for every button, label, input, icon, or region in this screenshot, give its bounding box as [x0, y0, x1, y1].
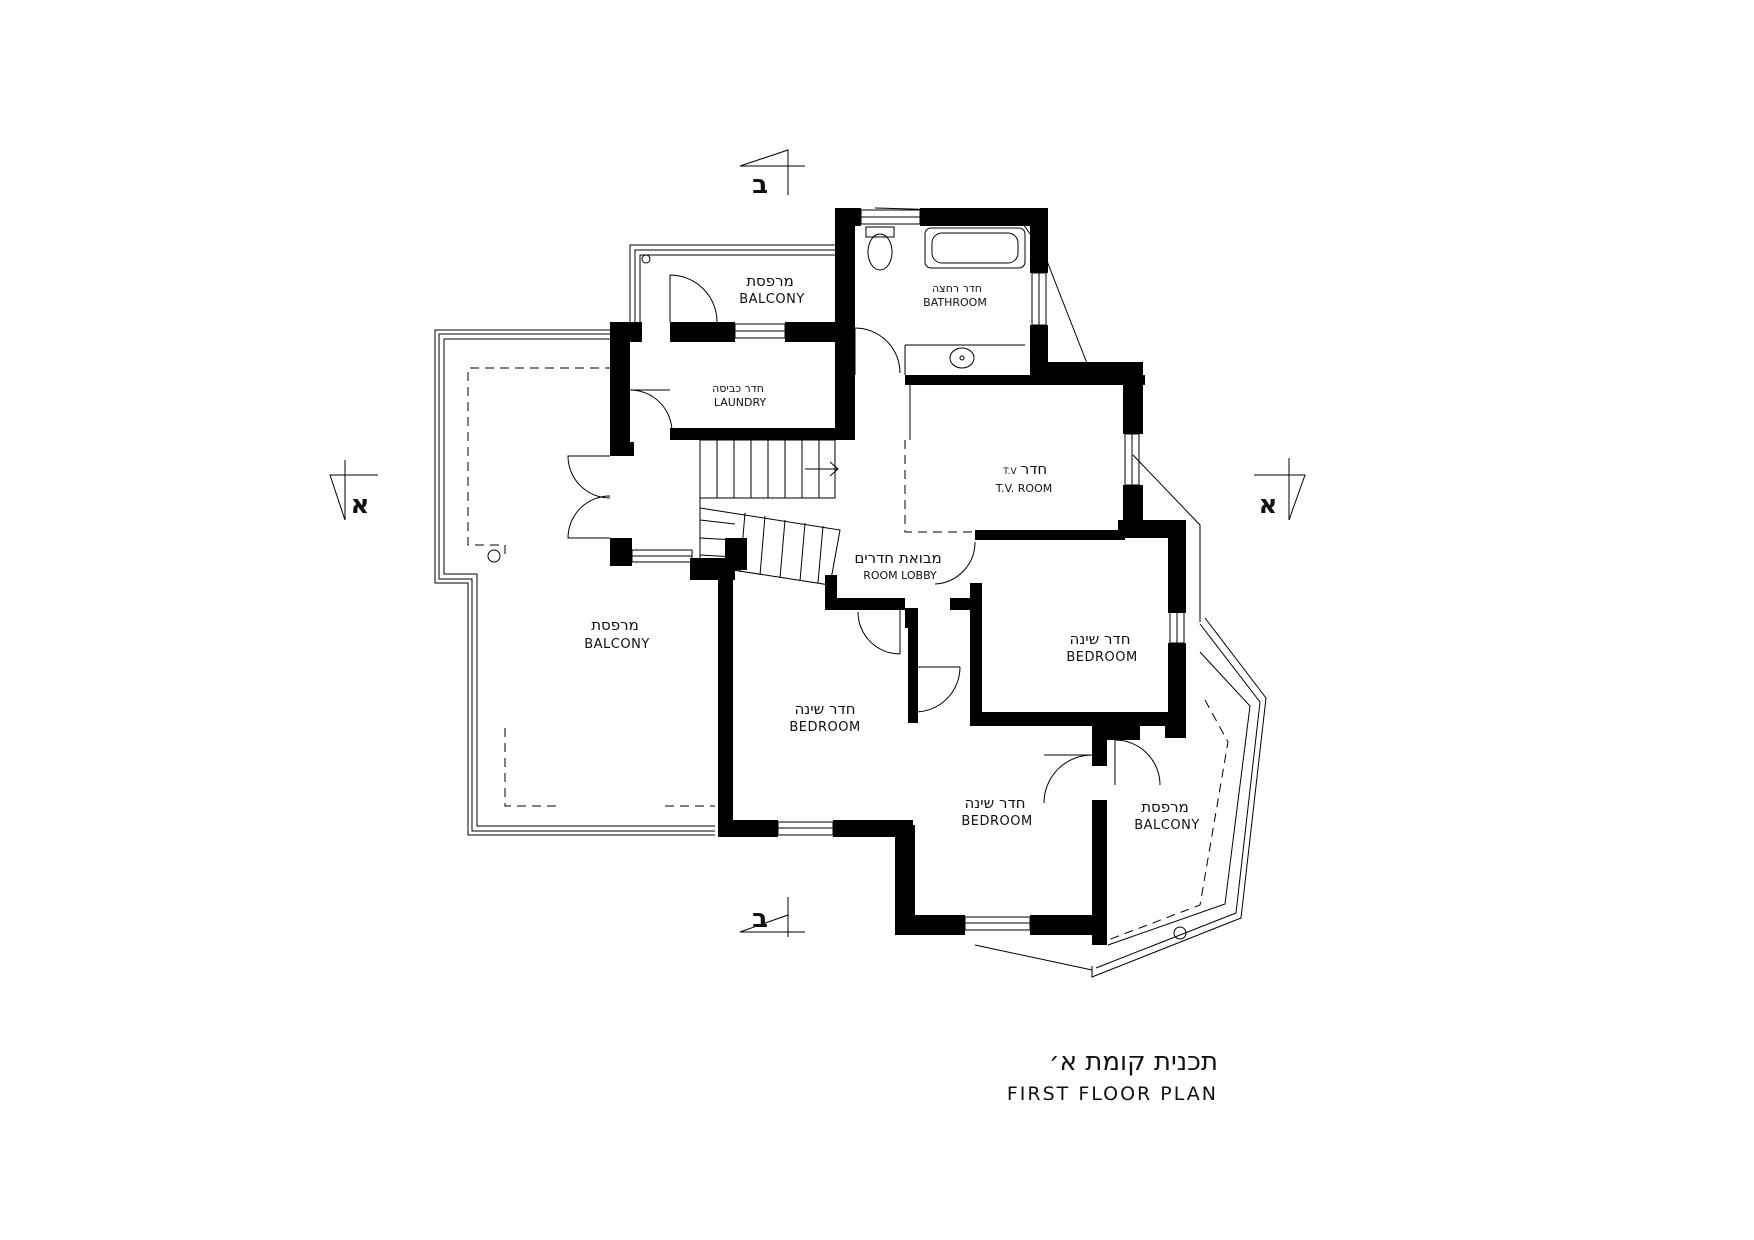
- room-english: BEDROOM: [961, 814, 1032, 829]
- section-label-a-right: א: [1259, 490, 1278, 520]
- room-english: BALCONY: [584, 637, 650, 652]
- room-hebrew-suffix: T.V: [1002, 467, 1017, 477]
- room-english: BALCONY: [739, 292, 805, 307]
- room-label-bedroom-right: חדר שינה BEDROOM: [1066, 630, 1137, 665]
- section-label-a-left: א: [351, 490, 370, 520]
- room-label-balcony-top: מרפסת BALCONY: [739, 272, 805, 307]
- room-hebrew: חדר רחצה: [932, 282, 982, 295]
- walls: [610, 208, 1186, 945]
- room-hebrew: מרפסת: [591, 616, 639, 634]
- room-hebrew: מבואת חדרים: [854, 549, 941, 567]
- room-english: ROOM LOBBY: [863, 569, 937, 582]
- room-label-bathroom: חדר רחצה BATHROOM: [923, 282, 987, 309]
- section-marker-b-bottom: ב: [739, 897, 805, 937]
- room-english: BALCONY: [1134, 818, 1200, 833]
- title-english: FIRST FLOOR PLAN: [1007, 1083, 1218, 1105]
- room-label-bedroom-middle: חדר שינה BEDROOM: [789, 700, 860, 735]
- title-hebrew: תכנית קומת א׳: [1049, 1047, 1218, 1077]
- room-english: BATHROOM: [923, 296, 987, 309]
- balcony-left-railing: [434, 329, 715, 836]
- bathroom-fixtures: [865, 226, 1026, 375]
- section-marker-a-right: א: [1254, 458, 1306, 521]
- room-hebrew: חדר שינה: [1069, 630, 1130, 648]
- doors: [567, 274, 1161, 804]
- room-english: T.V. ROOM: [995, 482, 1052, 495]
- stairs: [699, 439, 841, 586]
- windows: [631, 209, 1185, 931]
- drawing-title: תכנית קומת א׳ FIRST FLOOR PLAN: [1007, 1047, 1218, 1105]
- room-label-balcony-big: מרפסת BALCONY: [584, 616, 650, 652]
- room-hebrew: חדר כביסה: [712, 382, 764, 395]
- section-label-b-top: ב: [752, 170, 768, 200]
- balcony-top-railing: [629, 244, 838, 322]
- room-hebrew: מרפסת: [746, 272, 794, 290]
- section-marker-a-left: א: [329, 460, 378, 521]
- room-hebrew: חדר שינה: [964, 794, 1025, 812]
- room-hebrew: חדר שינה: [794, 700, 855, 718]
- room-label-balcony-right: מרפסת BALCONY: [1134, 798, 1200, 833]
- room-english: BEDROOM: [1066, 650, 1137, 665]
- room-label-lobby: מבואת חדרים ROOM LOBBY: [854, 549, 941, 582]
- balcony-right-railing: [974, 617, 1267, 978]
- room-english: LAUNDRY: [714, 396, 767, 409]
- room-label-laundry: חדר כביסה LAUNDRY: [712, 382, 766, 409]
- section-label-b-bottom: ב: [752, 904, 768, 934]
- room-label-tv-room: חדר T.V T.V. ROOM: [995, 460, 1052, 495]
- section-marker-b-top: ב: [739, 149, 805, 200]
- room-english: BEDROOM: [789, 720, 860, 735]
- room-hebrew: חדר: [1021, 460, 1047, 478]
- room-label-bedroom-bottom: חדר שינה BEDROOM: [961, 794, 1032, 829]
- room-hebrew: מרפסת: [1141, 798, 1189, 816]
